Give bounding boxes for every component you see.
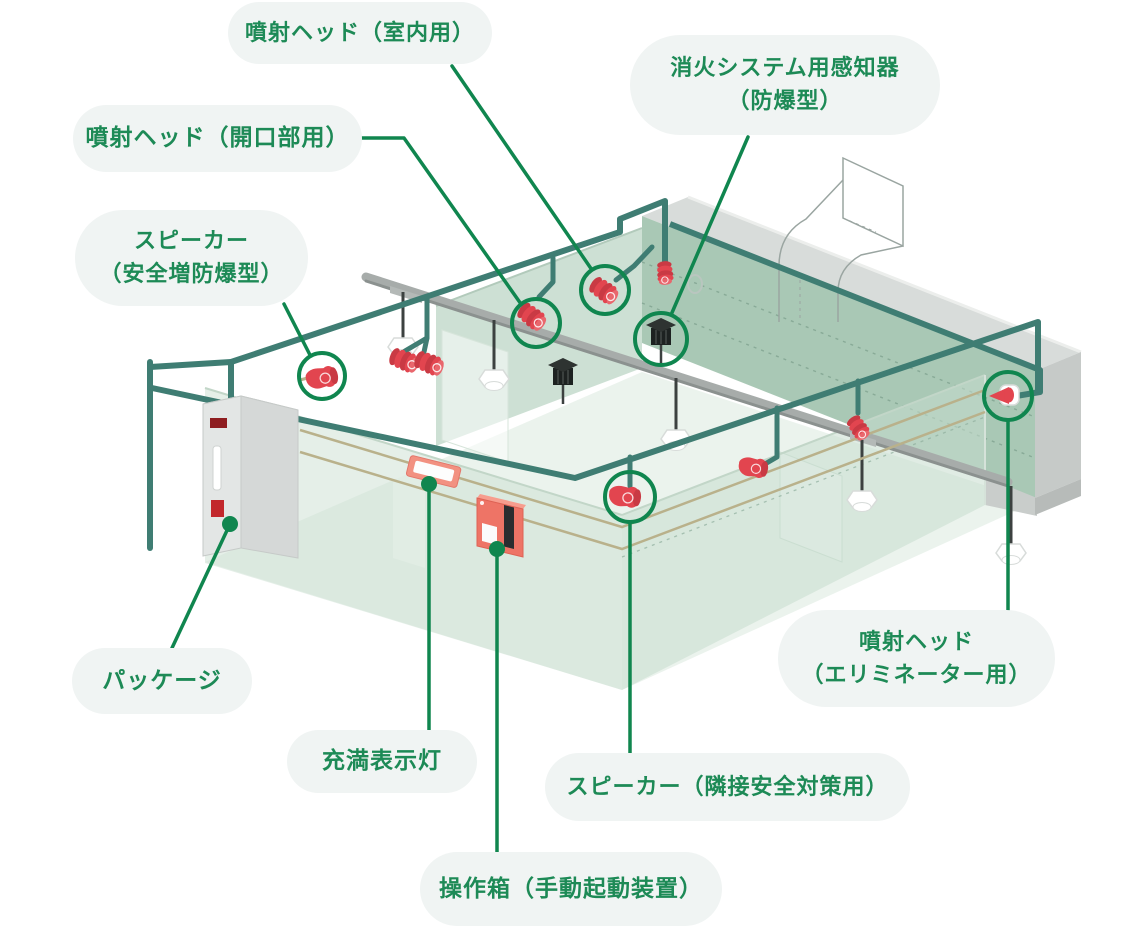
spray-head-eliminator xyxy=(989,384,1020,406)
label-detector: 消火システム用感知器 （防爆型） xyxy=(630,35,940,135)
speaker-exproof-device xyxy=(303,363,341,392)
label-nozzle-eliminator: 噴射ヘッド （エリミネーター用） xyxy=(778,610,1055,707)
label-text: スピーカー xyxy=(133,229,249,254)
wall-mount-plate xyxy=(687,274,703,294)
leader-speaker-exproof xyxy=(282,302,312,357)
leader-nozzle-opening xyxy=(360,136,523,306)
leader-dots xyxy=(222,476,505,557)
label-speaker-exproof: スピーカー （安全増防爆型） xyxy=(75,210,308,306)
label-nozzle-indoor: 噴射ヘッド（室内用） xyxy=(228,2,492,64)
label-text: （防爆型） xyxy=(727,89,843,114)
leader-package xyxy=(170,522,232,650)
label-control-box: 操作箱（手動起動装置） xyxy=(420,852,722,926)
circle-nozzle-opening xyxy=(510,297,562,349)
front-right-wall xyxy=(621,374,986,690)
highlight-circles xyxy=(297,264,1034,524)
label-text: 噴射ヘッド（室内用） xyxy=(244,20,475,46)
label-indicator-lamp: 充満表示灯 xyxy=(287,730,477,793)
circle-speaker-exproof xyxy=(297,351,347,401)
leader-lines xyxy=(170,64,1010,854)
package-cabinet xyxy=(202,395,299,559)
label-text: 噴射ヘッド（開口部用） xyxy=(85,125,350,152)
circle-nozzle-indoor xyxy=(579,264,631,316)
label-text: （安全増防爆型） xyxy=(99,262,284,287)
pipe-network xyxy=(147,198,1041,551)
leader-detector xyxy=(669,135,750,317)
ceiling-light-hangers xyxy=(401,292,1013,545)
label-package: パッケージ xyxy=(72,648,252,714)
label-text: スピーカー（隣接安全対策用） xyxy=(566,774,889,800)
label-text: 噴射ヘッド xyxy=(858,629,974,655)
label-text: 消火システム用感知器 xyxy=(670,56,900,81)
label-nozzle-opening: 噴射ヘッド（開口部用） xyxy=(73,105,362,172)
control-box-device xyxy=(476,494,526,558)
circle-detector xyxy=(633,311,689,367)
label-text: 充満表示灯 xyxy=(322,748,442,775)
label-text: 操作箱（手動起動装置） xyxy=(439,875,703,902)
leader-nozzle-indoor xyxy=(450,64,594,272)
label-text: パッケージ xyxy=(102,667,222,694)
partition-panel xyxy=(441,329,509,463)
label-text: （エリミネーター用） xyxy=(801,662,1032,688)
label-speaker-adjacent: スピーカー（隣接安全対策用） xyxy=(545,753,910,821)
